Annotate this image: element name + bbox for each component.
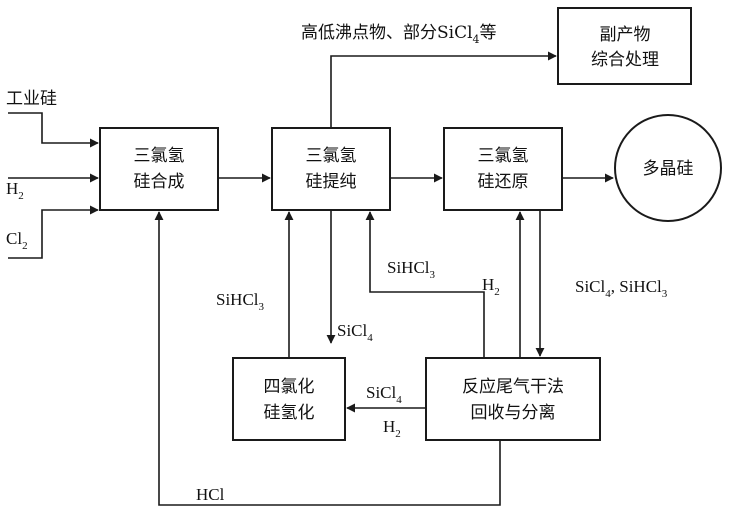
product-circle xyxy=(614,114,722,222)
byproduct-flow-label: 高低沸点物、部分SiCl4等 xyxy=(301,23,497,46)
synthesis-line2: 硅合成 xyxy=(134,172,185,192)
hcl-label: HCl xyxy=(196,485,225,504)
hcl-return-arrow xyxy=(154,211,501,506)
reduction-box xyxy=(443,127,563,211)
byproduct-line1: 副产物 xyxy=(600,25,651,45)
purification-line1: 三氯氢 xyxy=(306,146,357,166)
purification-box xyxy=(271,127,391,211)
industrial-si-label: 工业硅 xyxy=(6,89,57,109)
h2-input-label: H2 xyxy=(6,179,24,202)
h2-bottom-label: H2 xyxy=(383,417,401,440)
reduction-line2: 硅还原 xyxy=(478,172,529,192)
reduction-line1: 三氯氢 xyxy=(478,146,529,166)
sihcl3-mid-label: SiHCl3 xyxy=(387,258,436,281)
synthesis-line1: 三氯氢 xyxy=(134,146,185,166)
product-label: 多晶硅 xyxy=(643,159,694,179)
cl2-input-label: Cl2 xyxy=(6,229,28,252)
h2-mid-label: H2 xyxy=(482,275,500,298)
byproduct-box xyxy=(557,7,692,85)
recovery-line1: 反应尾气干法 xyxy=(462,377,564,397)
synthesis-box xyxy=(99,127,219,211)
recovery-line2: 回收与分离 xyxy=(471,403,556,423)
industrial-si-arrow xyxy=(8,112,99,148)
sihcl3-recovery-arrow xyxy=(365,211,485,358)
right-pair-label: SiCl4, SiHCl3 xyxy=(575,277,668,300)
hydrogenation-line1: 四氯化 xyxy=(264,377,315,397)
byproduct-arrow xyxy=(330,51,557,128)
hydrogenation-box xyxy=(232,357,346,441)
sicl4-left-label: SiCl4 xyxy=(366,383,402,406)
byproduct-line2: 综合处理 xyxy=(591,50,659,70)
sicl4-down-label: SiCl4 xyxy=(337,321,373,344)
hydrogenation-line2: 硅氢化 xyxy=(264,403,315,423)
sihcl3-left-label: SiHCl3 xyxy=(216,290,265,313)
cl2-input-arrow xyxy=(8,205,99,259)
purification-line2: 硅提纯 xyxy=(306,172,357,192)
recovery-box xyxy=(425,357,601,441)
